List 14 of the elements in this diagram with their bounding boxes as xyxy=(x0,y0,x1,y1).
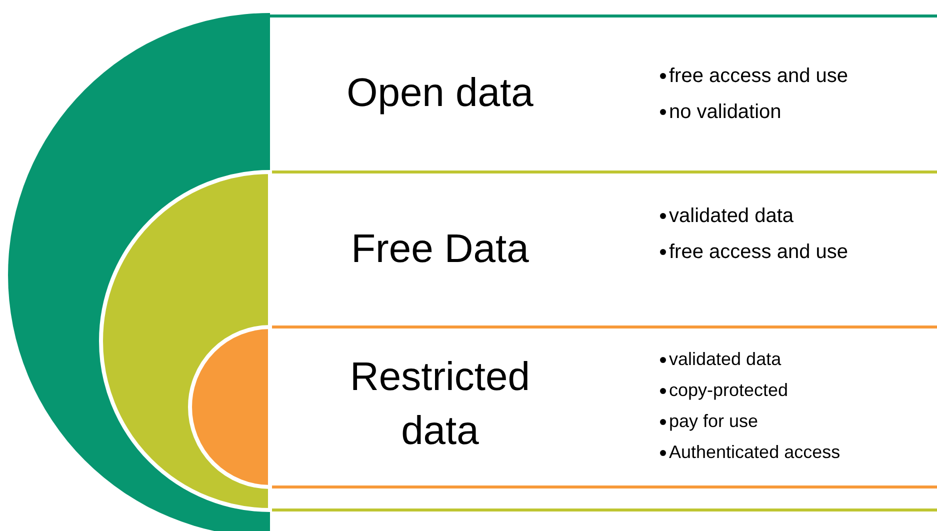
bullet-text: validated data xyxy=(669,348,782,371)
semicircle-band xyxy=(99,170,937,513)
bullet-text: copy-protected xyxy=(669,379,788,402)
bullet-text: free access and use xyxy=(669,240,848,265)
bullet-text: pay for use xyxy=(669,410,758,433)
heading: Open data xyxy=(346,70,534,117)
bullet-text: no validation xyxy=(669,100,782,125)
bullet-text: Authenticated access xyxy=(669,441,840,464)
semicircle-band xyxy=(8,13,937,531)
heading: Free Data xyxy=(350,226,530,273)
semicircle-band xyxy=(188,325,937,489)
bullet-text: free access and use xyxy=(669,64,848,89)
bullet-text: validated data xyxy=(669,204,794,229)
heading: Restricted data xyxy=(348,354,532,455)
